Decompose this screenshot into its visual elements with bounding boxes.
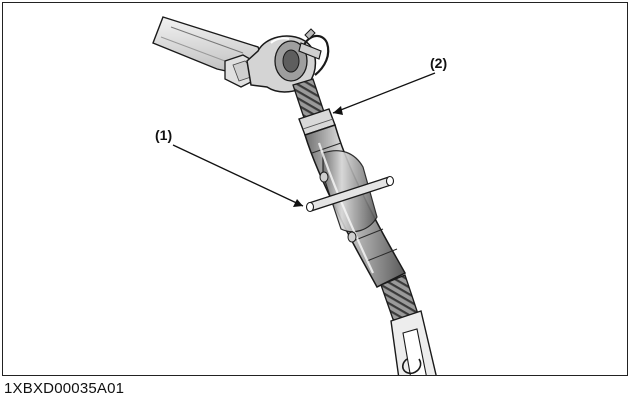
adjusting-handle [305,175,395,213]
ball-joint-housing [246,35,317,93]
lower-clevis [390,310,437,375]
callout-label-1: (1) [155,127,173,143]
upper-bracket [152,16,266,88]
callout-leaders [172,72,436,207]
illustration-frame: (1) (2) [2,2,628,376]
lynch-pin [298,28,330,76]
figure-caption-code: 1XBXD00035A01 [4,380,125,397]
top-link-illustration [152,16,437,375]
callout-label-2: (2) [430,55,448,71]
